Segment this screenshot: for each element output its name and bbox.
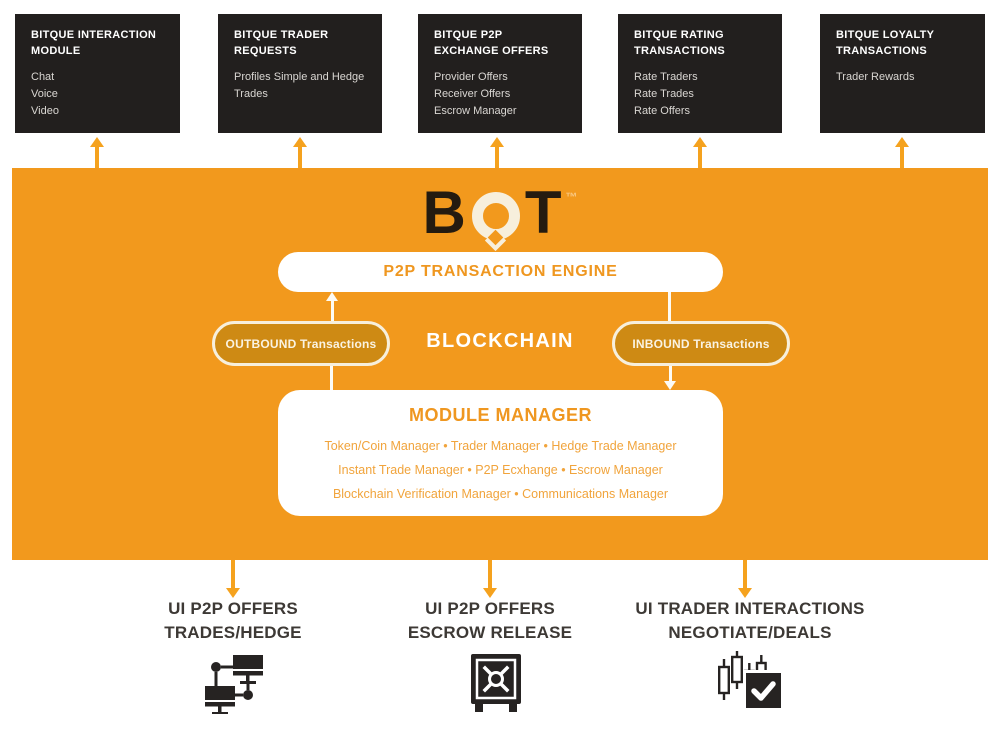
module-item: Voice bbox=[31, 87, 58, 100]
module-manager-row: Token/Coin Manager • Trader Manager • He… bbox=[324, 439, 677, 453]
arrow-up-icon bbox=[490, 137, 504, 169]
core-panel: B T ™ P2P TRANSACTION ENGINE OUTBOUND Tr… bbox=[12, 168, 988, 560]
module-item: Trader Rewards bbox=[836, 70, 915, 83]
output-line2: TRADES/HEDGE bbox=[164, 623, 302, 642]
module-item: Profiles Simple and Hedge Trades bbox=[234, 70, 365, 100]
output-line2: ESCROW RELEASE bbox=[407, 623, 573, 642]
output-label-negotiate-deals: UI TRADER INTERACTIONS NEGOTIATE/DEALS bbox=[610, 597, 890, 645]
module-item: Escrow Manager bbox=[434, 104, 517, 117]
module-manager-title: MODULE MANAGER bbox=[409, 405, 592, 425]
output-line2: NEGOTIATE/DEALS bbox=[668, 623, 832, 642]
p2p-transaction-engine: P2P TRANSACTION ENGINE bbox=[278, 252, 723, 292]
output-label-trades-hedge: UI P2P OFFERS TRADES/HEDGE bbox=[103, 597, 363, 645]
module-manager-rows: Token/Coin Manager • Trader Manager • He… bbox=[278, 434, 723, 506]
module-box-title: BITQUE INTERACTION MODULE bbox=[31, 29, 157, 57]
module-box-items: Chat Voice Video bbox=[31, 69, 164, 120]
module-box-p2p-exchange: BITQUE P2P EXCHANGE OFFERS Provider Offe… bbox=[418, 14, 582, 133]
module-box-title: BITQUE RATING TRANSACTIONS bbox=[634, 29, 725, 57]
module-manager: MODULE MANAGER Token/Coin Manager • Trad… bbox=[278, 390, 723, 516]
arrow-up-icon bbox=[293, 137, 307, 169]
arrow-down-icon bbox=[483, 560, 497, 598]
arrow-up-icon bbox=[895, 137, 909, 169]
module-box-rating: BITQUE RATING TRANSACTIONS Rate Traders … bbox=[618, 14, 782, 133]
bqt-logo: B T ™ bbox=[12, 179, 988, 252]
module-box-interaction: BITQUE INTERACTION MODULE Chat Voice Vid… bbox=[15, 14, 180, 133]
connector-engine-to-inbound bbox=[668, 292, 671, 321]
arrow-up-icon bbox=[693, 137, 707, 169]
arrow-down-icon bbox=[738, 560, 752, 598]
module-box-trader-requests: BITQUE TRADER REQUESTS Profiles Simple a… bbox=[218, 14, 382, 133]
module-box-loyalty: BITQUE LOYALTY TRANSACTIONS Trader Rewar… bbox=[820, 14, 985, 133]
module-box-items: Profiles Simple and Hedge Trades bbox=[234, 69, 366, 103]
output-line1: UI P2P OFFERS bbox=[168, 599, 298, 618]
module-item: Provider Offers bbox=[434, 70, 508, 83]
logo-letter-b: B bbox=[422, 179, 467, 246]
candlestick-check-icon bbox=[715, 650, 783, 717]
outbound-label: OUTBOUND Transactions bbox=[225, 336, 377, 351]
module-box-items: Trader Rewards bbox=[836, 69, 969, 86]
module-item: Chat bbox=[31, 70, 55, 83]
outbound-transactions-pill: OUTBOUND Transactions bbox=[212, 321, 390, 366]
safe-vault-icon bbox=[465, 652, 527, 719]
output-line1: UI TRADER INTERACTIONS bbox=[635, 599, 865, 618]
trademark-symbol: ™ bbox=[565, 190, 578, 204]
inbound-transactions-pill: INBOUND Transactions bbox=[612, 321, 790, 366]
module-manager-row: Blockchain Verification Manager • Commun… bbox=[332, 487, 669, 501]
module-box-items: Provider Offers Receiver Offers Escrow M… bbox=[434, 69, 566, 120]
inbound-label: INBOUND Transactions bbox=[632, 336, 770, 351]
module-box-title: BITQUE LOYALTY TRANSACTIONS bbox=[836, 29, 935, 57]
logo-q-icon bbox=[471, 192, 520, 252]
arrow-up-icon bbox=[90, 137, 104, 169]
module-item: Receiver Offers bbox=[434, 87, 511, 100]
arrow-down-icon bbox=[226, 560, 240, 598]
module-item: Rate Offers bbox=[634, 104, 691, 117]
module-manager-row: Instant Trade Manager • P2P Ecxhange • E… bbox=[338, 463, 663, 477]
output-label-escrow-release: UI P2P OFFERS ESCROW RELEASE bbox=[360, 597, 620, 645]
connector-outbound-to-engine bbox=[326, 292, 338, 321]
module-item: Rate Traders bbox=[634, 70, 698, 83]
network-nodes-icon bbox=[205, 652, 267, 719]
module-item: Rate Trades bbox=[634, 87, 694, 100]
module-item: Video bbox=[31, 104, 59, 117]
module-box-items: Rate Traders Rate Trades Rate Offers bbox=[634, 69, 766, 120]
connector-inbound-to-module bbox=[664, 366, 676, 390]
logo-letter-t: T bbox=[524, 179, 563, 246]
module-box-title: BITQUE TRADER REQUESTS bbox=[234, 29, 329, 57]
module-box-title: BITQUE P2P EXCHANGE OFFERS bbox=[434, 29, 549, 57]
engine-label: P2P TRANSACTION ENGINE bbox=[383, 263, 618, 280]
blockchain-label: BLOCKCHAIN bbox=[426, 330, 574, 352]
connector-module-to-outbound bbox=[330, 366, 333, 390]
output-line1: UI P2P OFFERS bbox=[425, 599, 555, 618]
